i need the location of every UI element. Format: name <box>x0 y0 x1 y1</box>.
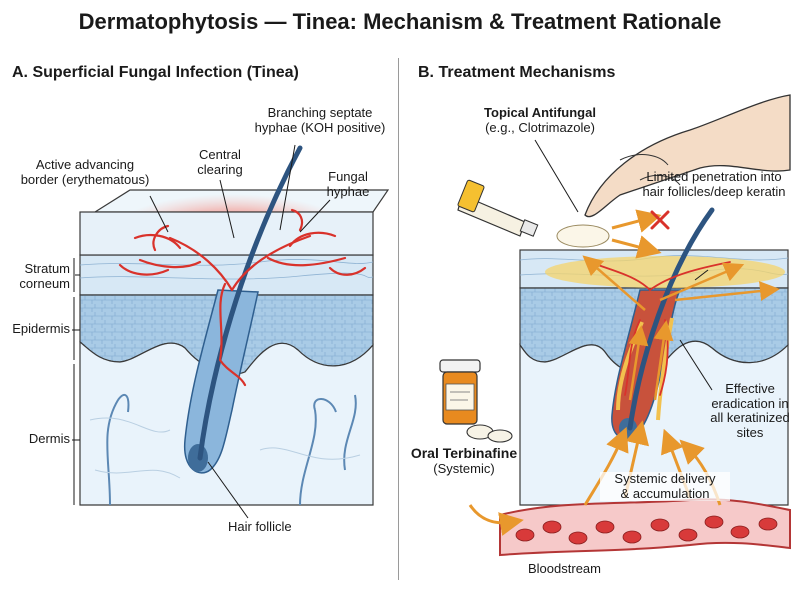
fungal-hyphae-label: Fungal hyphae <box>318 169 378 199</box>
systemic-line-2: & accumulation <box>620 485 710 501</box>
blood-vessel <box>499 498 791 557</box>
systemic-delivery-label: Systemic delivery & accumulation <box>600 471 730 502</box>
central-clearing-line-1: Central <box>199 147 241 162</box>
systemic-line-1: Systemic delivery <box>614 471 716 486</box>
stratum-line-2: corneum <box>19 275 70 291</box>
diagram-title: Dermatophytosis — Tinea: Mechanism & Tre… <box>78 9 722 34</box>
effective-line-1: Effective <box>725 381 775 396</box>
dermis-label: Dermis <box>28 431 70 446</box>
hair-shaft <box>197 145 303 461</box>
panel-a-leaders <box>72 144 331 519</box>
stratum-line-1: Stratum <box>24 261 70 276</box>
stratum-corneum-label: Stratum corneum <box>0 261 70 291</box>
cream-blob <box>556 224 610 248</box>
effective-line-3: all keratinized <box>710 410 790 426</box>
limited-penetration-label: Limited penetration into hair follicles/… <box>630 169 798 199</box>
panel-b-heading: B. Treatment Mechanisms <box>418 64 616 81</box>
hair-shaft-b <box>627 207 715 431</box>
active-border-line-1: Active advancing <box>35 157 135 172</box>
hair-follicle-label: Hair follicle <box>228 519 292 534</box>
topical-antifungal-label: Topical Antifungal (e.g., Clotrimazole) <box>470 105 610 135</box>
pill-bottle-icon <box>439 359 481 425</box>
central-clearing-line-2: clearing <box>197 161 243 177</box>
branching-line-1: Branching septate <box>267 105 373 120</box>
topical-line-2: (e.g., Clotrimazole) <box>485 119 595 135</box>
blocked-x-icon <box>650 210 670 230</box>
panel-b-leaders <box>534 139 713 391</box>
panel-a-skin-block <box>79 145 390 506</box>
oral-terbinafine-label: Oral Terbinafine (Systemic) <box>404 445 524 476</box>
fungal-hyphae-line-1: Fungal <box>328 169 368 184</box>
pills-icon <box>466 424 513 443</box>
fungal-hyphae-a <box>118 208 367 387</box>
active-border-label: Active advancing border (erythematous) <box>10 157 160 187</box>
topical-tube-icon <box>457 179 539 237</box>
panel-b-skin-block <box>519 207 789 506</box>
effective-line-2: eradication in <box>711 395 789 411</box>
limited-line-1: Limited penetration into <box>646 169 782 184</box>
branching-hyphae-label: Branching septate hyphae (KOH positive) <box>245 105 395 135</box>
branching-line-2: hyphae (KOH positive) <box>254 119 386 135</box>
panel-divider <box>398 58 399 580</box>
active-border-line-2: border (erythematous) <box>20 171 150 187</box>
effective-eradication-label: Effective eradication in all keratinized… <box>700 381 800 440</box>
topical-line-1: Topical Antifungal <box>484 105 596 120</box>
bloodstream-label: Bloodstream <box>528 561 601 576</box>
oral-line-1: Oral Terbinafine <box>410 445 518 461</box>
epidermis-label: Epidermis <box>12 321 70 336</box>
central-clearing-label: Central clearing <box>185 147 255 177</box>
fungal-hyphae-line-2: hyphae <box>326 183 370 199</box>
hand-icon <box>584 94 791 218</box>
limited-line-2: hair follicles/deep keratin <box>642 183 786 199</box>
effective-line-4: sites <box>736 424 764 440</box>
stratum-corneum-layer <box>79 254 374 296</box>
oral-line-2: (Systemic) <box>433 460 495 476</box>
panel-a-heading: A. Superficial Fungal Infection (Tinea) <box>12 64 299 81</box>
